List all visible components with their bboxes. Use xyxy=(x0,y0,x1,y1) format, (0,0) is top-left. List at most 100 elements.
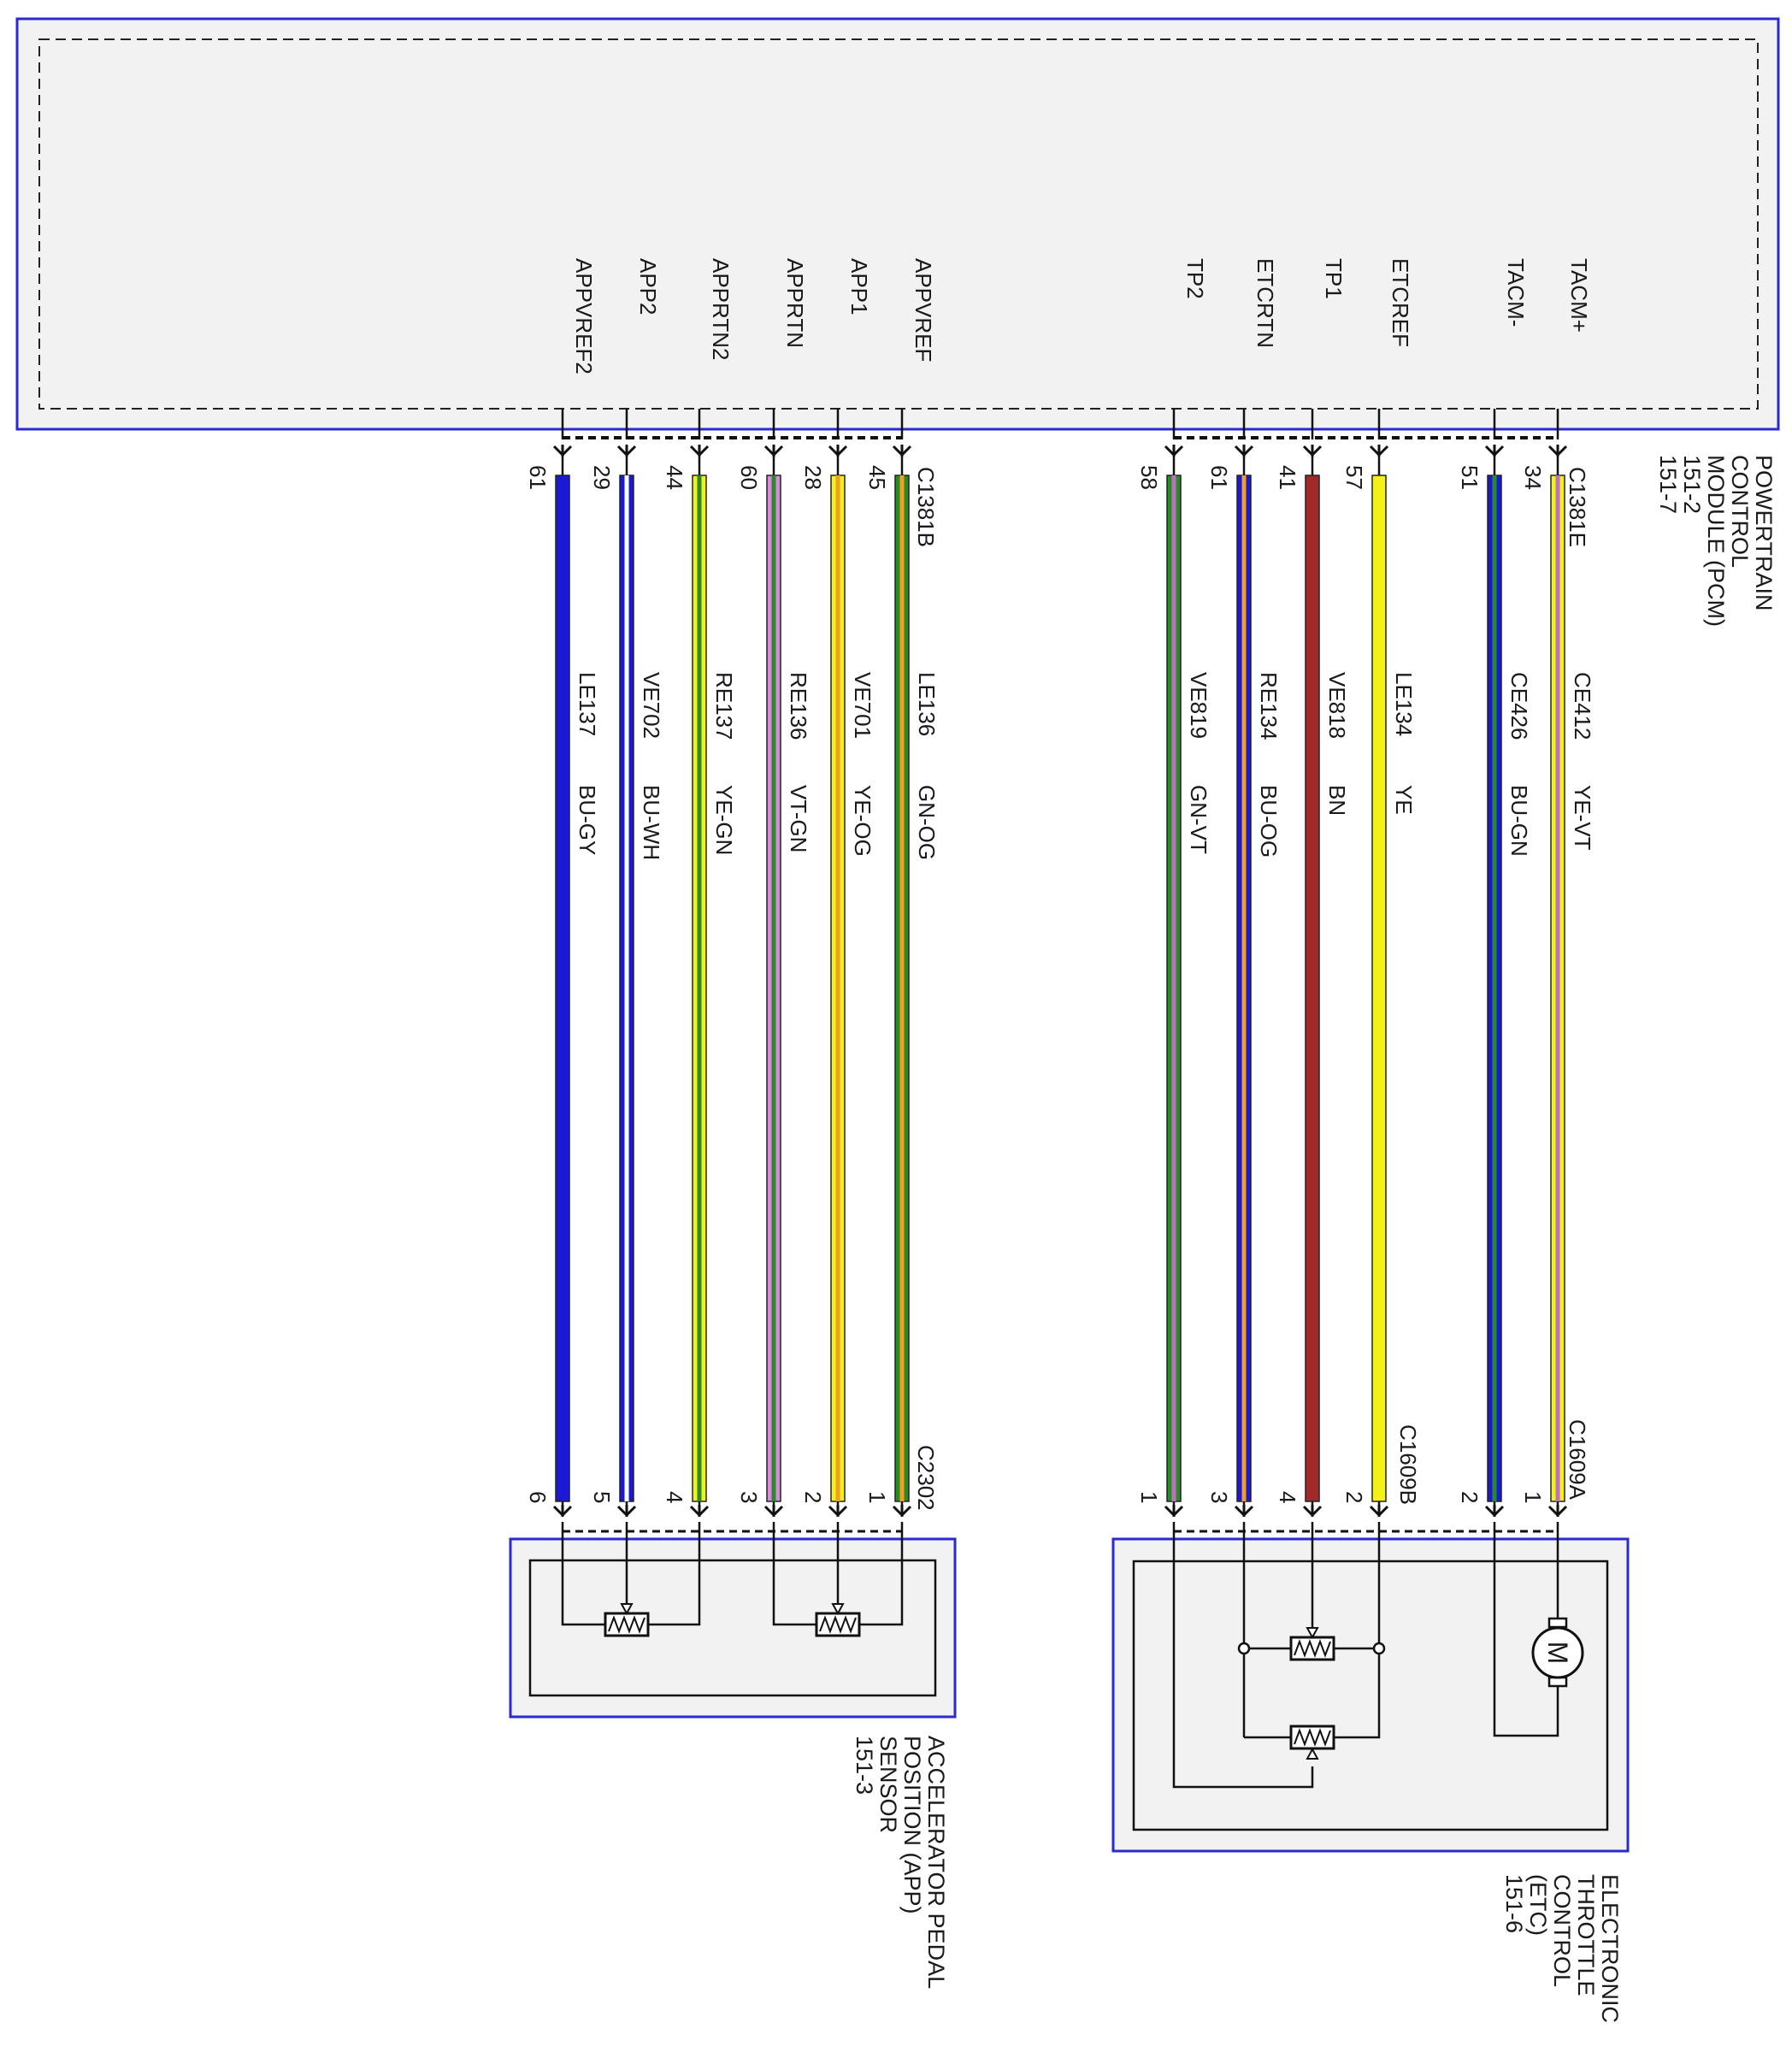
pcm-pin-number: 58 xyxy=(1136,465,1162,490)
device-pin-number: 4 xyxy=(662,1491,687,1503)
circuit-label: VE818 xyxy=(1324,672,1350,739)
wire-stripe xyxy=(697,475,702,1501)
wire-stripe xyxy=(624,475,629,1501)
wire-color-label: YE-VT xyxy=(1570,785,1595,851)
wire-color-label: GN-VT xyxy=(1186,785,1211,854)
etc-internal-wire xyxy=(1334,1522,1381,1739)
pcm-pin-number: 51 xyxy=(1457,465,1483,490)
signal-label: ETCRTN xyxy=(1253,258,1278,348)
app-internal-wire xyxy=(648,1522,701,1626)
etc-inner-box xyxy=(1132,1560,1609,1831)
wire-stripe xyxy=(1555,475,1560,1501)
wire-harness: APPVREF261LE137BU-GY6APP229VE702BU-WH5AP… xyxy=(525,258,1595,1518)
wire-color-label: BU-GY xyxy=(575,785,600,855)
wire-color-label: YE-GN xyxy=(711,785,737,855)
circuit-label: VE702 xyxy=(639,672,664,739)
pcm-pin-number: 60 xyxy=(736,465,762,490)
circuit-label: VE819 xyxy=(1186,672,1211,739)
etc-name: ELECTRONIC THROTTLE CONTROL (ETC) 151-6 xyxy=(1501,1874,1623,2030)
circuit-label: RE136 xyxy=(786,672,811,740)
wire-color-label: BN xyxy=(1324,785,1350,816)
pcm-outer-box xyxy=(15,17,1780,431)
signal-label: TACM+ xyxy=(1566,258,1592,333)
etc-internal-wire xyxy=(1172,1522,1314,1789)
app-sensor-name: ACCELERATOR PEDAL POSITION (APP) SENSOR … xyxy=(852,1736,949,1995)
pcm-pin-arrow xyxy=(616,445,637,457)
connector-label-c1381e: C1381E xyxy=(1565,467,1590,547)
wire-color-label: BU-WH xyxy=(639,785,664,860)
circuit-label: VE701 xyxy=(850,672,875,739)
signal-label: APPRTN2 xyxy=(708,258,734,360)
pcm-name: POWERTRAIN CONTROL MODULE (PCM) 151-2 15… xyxy=(1655,455,1777,634)
pcm-pin-number: 44 xyxy=(662,465,687,490)
circuit-label: LE137 xyxy=(575,672,600,736)
wiper-arrow xyxy=(1306,1627,1319,1640)
app-internal-wire xyxy=(772,1522,816,1626)
etc-name-line: 151-6 xyxy=(1501,1874,1527,1933)
potentiometer-icon xyxy=(1289,1725,1335,1760)
pcm-pin-number: 34 xyxy=(1520,465,1546,490)
circuit-label: CE412 xyxy=(1570,672,1595,740)
app-sensor-circuit xyxy=(561,1522,904,1626)
splice-node xyxy=(1237,1642,1251,1655)
pcm-name-line: MODULE (PCM) xyxy=(1703,455,1729,627)
device-pin-number: 1 xyxy=(1136,1491,1162,1503)
pcm-pin-arrow xyxy=(1369,445,1389,457)
pcm-pin-arrow xyxy=(1547,445,1568,457)
device-pin-number: 4 xyxy=(1275,1491,1300,1503)
signal-label: TACM- xyxy=(1503,258,1529,327)
pcm-pin-arrow xyxy=(1484,445,1505,457)
wiper-arrow xyxy=(1306,1747,1319,1760)
pcm-pin-number: 41 xyxy=(1275,465,1300,490)
potentiometer-icon xyxy=(604,1603,650,1637)
pcm-pin-arrow xyxy=(689,445,710,457)
app-sensor-name-line: 151-3 xyxy=(852,1736,877,1795)
signal-label: APPVREF xyxy=(911,258,936,362)
signal-label: TP2 xyxy=(1182,258,1208,299)
pcm-pin-arrow xyxy=(1164,445,1184,457)
signal-label: APPVREF2 xyxy=(571,258,597,374)
potentiometer-zigzag xyxy=(608,1615,645,1634)
etc-name-line: CONTROL xyxy=(1549,1874,1575,1987)
etc-name-line: (ETC) xyxy=(1525,1874,1551,1936)
app-sensor-name-line: ACCELERATOR PEDAL xyxy=(923,1736,949,1989)
pcm-pin-number: 61 xyxy=(1206,465,1232,490)
etc-name-line: ELECTRONIC xyxy=(1597,1874,1623,2023)
connector-label-c1381b: C1381B xyxy=(913,467,939,547)
motor-body xyxy=(1531,1626,1584,1679)
pcm-pin-arrow xyxy=(763,445,784,457)
wire-stripe xyxy=(1492,475,1497,1501)
etc-circuit xyxy=(1172,1522,1559,1789)
signal-label: APP2 xyxy=(635,258,661,315)
pcm-inner-dashed-box xyxy=(38,38,1759,410)
pcm-pin-number: 28 xyxy=(800,465,826,490)
circuit-label: CE426 xyxy=(1506,672,1532,740)
pcm-pin-number: 61 xyxy=(525,465,551,490)
device-pin-number: 2 xyxy=(1457,1491,1483,1503)
motor-letter: M xyxy=(1542,1642,1573,1665)
etc-internal-wire xyxy=(1493,1522,1559,1737)
app-internal-wire xyxy=(561,1522,605,1626)
wiper-arrow xyxy=(620,1603,634,1616)
wire-color-label: YE-OG xyxy=(850,785,875,857)
app-internal-wire xyxy=(859,1522,904,1626)
potentiometer-icon xyxy=(1289,1627,1335,1661)
wire-stripe xyxy=(1241,475,1247,1501)
app-sensor-inner-box xyxy=(528,1559,937,1697)
wire-color-label: BU-GN xyxy=(1506,785,1532,857)
circuit-label: LE134 xyxy=(1391,672,1417,736)
device-pin-number: 3 xyxy=(736,1491,762,1503)
app-sensor-module xyxy=(509,1537,957,1719)
wire-stripe xyxy=(899,475,905,1501)
pcm-module xyxy=(15,17,1780,431)
connector-label-c1609b: C1609B xyxy=(1395,1424,1421,1505)
app-sensor-outer-box xyxy=(509,1537,957,1719)
potentiometer-zigzag xyxy=(1294,1728,1331,1747)
pcm-name-line: 151-7 xyxy=(1655,455,1681,514)
pcm-pin-arrow xyxy=(1302,445,1323,457)
potentiometer-icon xyxy=(815,1603,861,1637)
wire-tp1 xyxy=(1305,475,1320,1502)
wire-stripe xyxy=(835,475,840,1501)
wire-color-label: BU-OG xyxy=(1256,785,1282,858)
